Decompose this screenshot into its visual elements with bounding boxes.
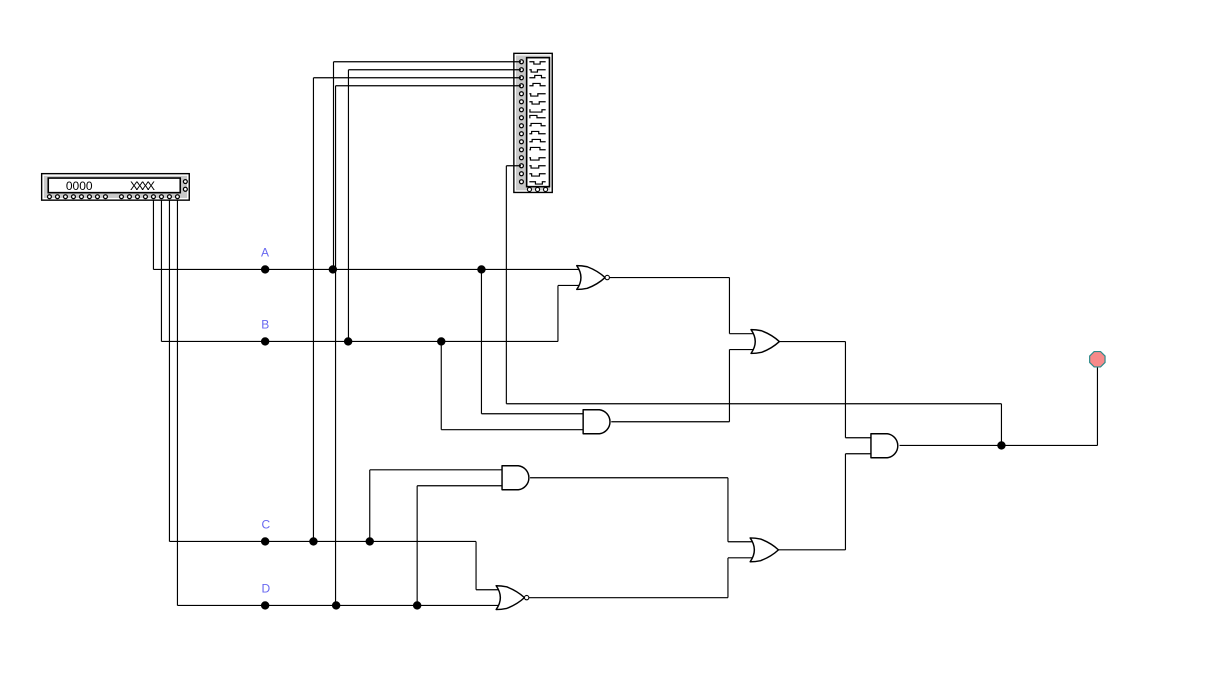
svg-text:D: D xyxy=(261,582,270,596)
svg-text:C: C xyxy=(261,518,270,532)
svg-text:XXXX: XXXX xyxy=(130,179,155,193)
svg-text:0000: 0000 xyxy=(66,179,93,193)
svg-text:A: A xyxy=(261,246,269,260)
svg-text:B: B xyxy=(261,318,269,332)
